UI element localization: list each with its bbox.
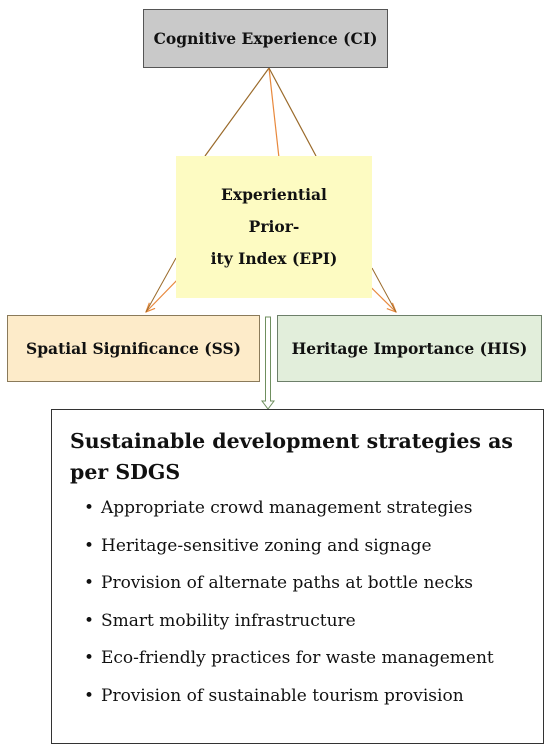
strategy-text: Heritage-sensitive zoning and signage [101, 535, 432, 556]
strategy-item: • Provision of alternate paths at bottle … [84, 573, 529, 593]
ci-epi-connector-right [268, 67, 317, 157]
strategy-text: Appropriate crowd management strategies [101, 498, 473, 518]
bullet-icon: • [84, 535, 95, 556]
strategy-text: Provision of sustainable tourism provisi… [101, 685, 464, 706]
strategy-item: • Smart mobility infrastructure [84, 611, 529, 631]
spatial-significance-box: Spatial Significance (SS) [7, 315, 260, 382]
cognitive-experience-box: Cognitive Experience (CI) [143, 9, 388, 68]
epi-label-line-1: Experiential Prior- [221, 185, 327, 236]
bullet-icon: • [84, 573, 95, 593]
heritage-importance-label: Heritage Importance (HIS) [291, 339, 528, 358]
strategy-item: • Provision of sustainable tourism provis… [84, 686, 529, 706]
bullet-icon: • [84, 498, 95, 518]
strategies-heading: Sustainable development strategies as pe… [70, 429, 513, 484]
strategies-list: • Appropriate crowd management strategies… [70, 498, 529, 706]
sustainable-strategies-box: Sustainable development strategies as pe… [51, 409, 544, 744]
epi-ss-guide [145, 257, 177, 313]
strategy-text: Eco-friendly practices for waste managem… [101, 648, 494, 668]
bullet-icon: • [84, 610, 95, 631]
strategy-item: • Appropriate crowd management strategies [84, 498, 529, 518]
strategy-item: • Eco-friendly practices for waste manage… [84, 648, 529, 668]
strategy-text: Provision of alternate paths at bottle n… [101, 573, 474, 593]
bullet-icon: • [84, 648, 95, 668]
ci-epi-connector-left [204, 67, 270, 157]
strategy-text: Smart mobility infrastructure [101, 610, 356, 631]
experiential-priority-index-label: Experiential Prior- ity Index (EPI) [194, 179, 354, 275]
bullet-icon: • [84, 685, 95, 706]
cognitive-experience-label: Cognitive Experience (CI) [153, 29, 378, 48]
epi-label-line-2: ity Index (EPI) [210, 249, 338, 268]
ci-epi-connector-center [268, 67, 280, 159]
spatial-significance-label: Spatial Significance (SS) [26, 339, 241, 358]
experiential-priority-index-box: Experiential Prior- ity Index (EPI) [176, 156, 372, 298]
strategy-item: • Heritage-sensitive zoning and signage [84, 536, 529, 556]
down-arrow-icon [261, 316, 275, 410]
heritage-importance-box: Heritage Importance (HIS) [277, 315, 542, 382]
epi-his-guide [371, 267, 397, 313]
